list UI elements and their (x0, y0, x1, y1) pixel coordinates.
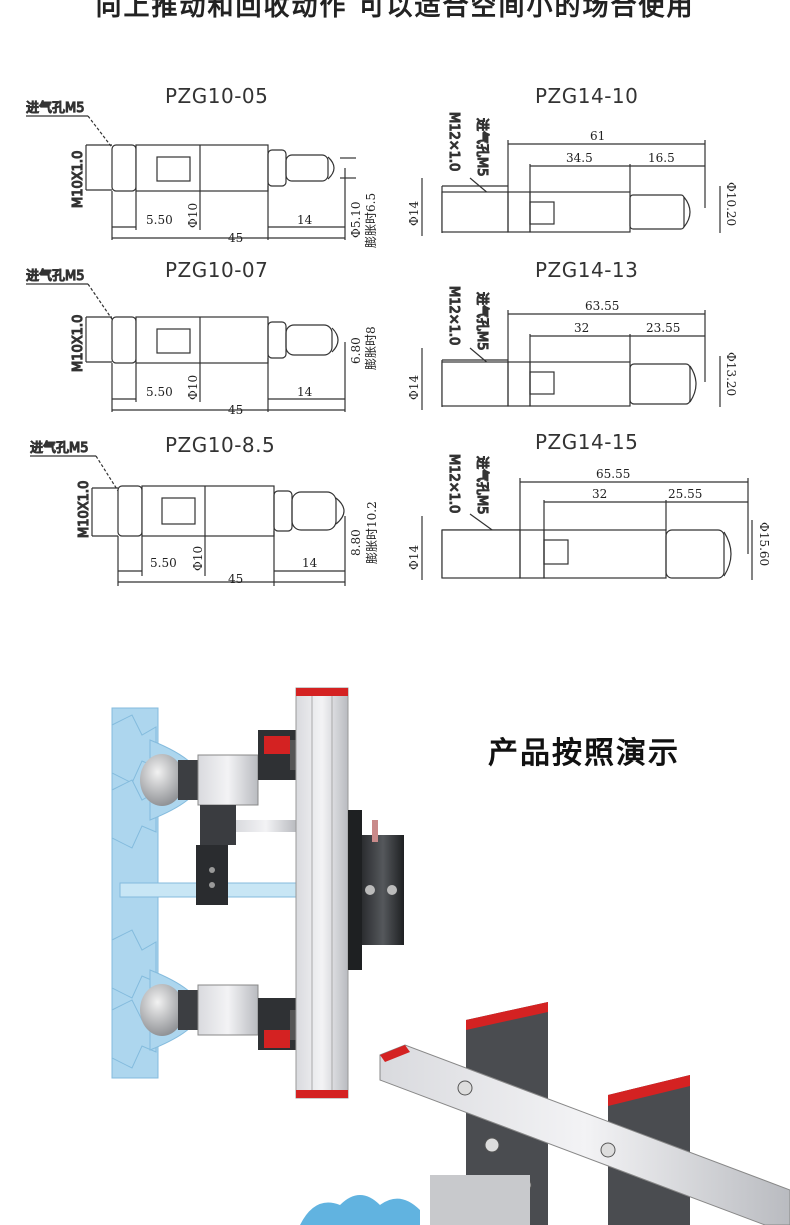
dim-14: 14 (297, 213, 313, 227)
dim-5-50: 5.50 (146, 213, 173, 227)
model-title-pzg10-8-5: PZG10-8.5 (165, 433, 276, 457)
drawing-pzg14-15: M12×1.0 进气孔M5 65.55 32 25.55 Φ14 Φ15.60 (407, 453, 771, 580)
model-title-pzg14-13: PZG14-13 (535, 258, 639, 282)
dim-seg2: 16.5 (648, 151, 675, 165)
model-title-pzg10-07: PZG10-07 (165, 258, 269, 282)
frame-3d (300, 1002, 790, 1225)
dim-expand-dia: 8.80 (349, 529, 363, 556)
dim-expand: Φ15.60 (757, 522, 771, 566)
dim-expand-size: 膨胀时8 (364, 326, 378, 370)
dim-dia10: Φ10 (186, 375, 200, 400)
drawing-pzg14-13: M12×1.0 进气孔M5 63.55 32 23.55 Φ14 Φ13.20 (407, 285, 738, 410)
dim-seg1: 34.5 (566, 151, 593, 165)
thread-label: M10X1.0 (71, 151, 86, 208)
dim-dia14: Φ14 (407, 201, 421, 226)
dim-seg1: 32 (592, 487, 607, 501)
inlet-label: 进气孔M5 (30, 440, 89, 456)
cylinder-bottom (178, 984, 298, 1050)
dim-5-50: 5.50 (150, 556, 177, 570)
dim-expand-dia: 6.80 (349, 337, 363, 364)
gripper-ball-bottom (140, 984, 184, 1036)
dim-seg1: 32 (574, 321, 589, 335)
inlet-label: 进气孔M5 (474, 118, 490, 177)
dim-expand-size: 膨胀时6.5 (364, 193, 378, 248)
inlet-label: 进气孔M5 (26, 268, 85, 284)
dim-dia10: Φ10 (191, 546, 205, 571)
dim-45: 45 (228, 231, 243, 245)
demo-title: 产品按照演示 (488, 736, 680, 771)
rotary-actuator (348, 810, 404, 970)
dim-expand: Φ10.20 (724, 182, 738, 226)
dim-14: 14 (302, 556, 318, 570)
drawing-pzg10-8-5: 进气孔M5 M10X1.0 5.50 Φ10 14 45 8.80 膨胀时10.… (29, 439, 379, 586)
thread-label: M12×1.0 (446, 454, 461, 513)
dim-total: 63.55 (585, 299, 619, 313)
aluminum-profile-vertical (295, 687, 349, 1099)
dim-seg2: 23.55 (646, 321, 680, 335)
thread-label: M10X1.0 (77, 481, 92, 538)
dim-45: 45 (228, 403, 243, 417)
inlet-label: 进气孔M5 (474, 456, 490, 515)
inlet-label: 进气孔M5 (474, 292, 490, 351)
dim-expand-size: 膨胀时10.2 (365, 501, 379, 564)
dim-14: 14 (297, 385, 313, 399)
dim-seg2: 25.55 (668, 487, 702, 501)
thread-label: M12×1.0 (446, 286, 461, 345)
dim-expand: Φ13.20 (724, 352, 738, 396)
dim-total: 61 (590, 129, 605, 143)
thread-label: M10X1.0 (71, 315, 86, 372)
dim-dia10: Φ10 (186, 203, 200, 228)
dim-dia14: Φ14 (407, 375, 421, 400)
header-text: 向上推动和回收动作 可以适合空间小的场合使用 (95, 0, 695, 22)
dim-total: 65.55 (596, 467, 630, 481)
inlet-label: 进气孔M5 (26, 100, 85, 116)
model-title-pzg14-10: PZG14-10 (535, 84, 639, 108)
drawing-pzg14-10: M12×1.0 进气孔M5 61 34.5 16.5 Φ14 Φ10.20 (407, 111, 738, 236)
demo-illustration (111, 687, 790, 1225)
dim-expand-dia: Φ5.10 (349, 201, 363, 238)
model-title-pzg10-05: PZG10-05 (165, 84, 269, 108)
cylinder-top (178, 730, 298, 806)
drawing-pzg10-05: 进气孔M5 M10X1.0 5.50 Φ10 14 45 Φ5.10 膨胀时6.… (25, 99, 378, 248)
gripper-ball-top (140, 754, 184, 806)
mini-gripper (196, 805, 296, 905)
dim-45: 45 (228, 572, 243, 586)
dim-5-50: 5.50 (146, 385, 173, 399)
thread-label: M12×1.0 (446, 112, 461, 171)
drawing-pzg10-07: 进气孔M5 M10X1.0 5.50 Φ10 14 45 6.80 膨胀时8 (25, 267, 378, 417)
model-title-pzg14-15: PZG14-15 (535, 430, 639, 454)
dim-dia14: Φ14 (407, 545, 421, 570)
